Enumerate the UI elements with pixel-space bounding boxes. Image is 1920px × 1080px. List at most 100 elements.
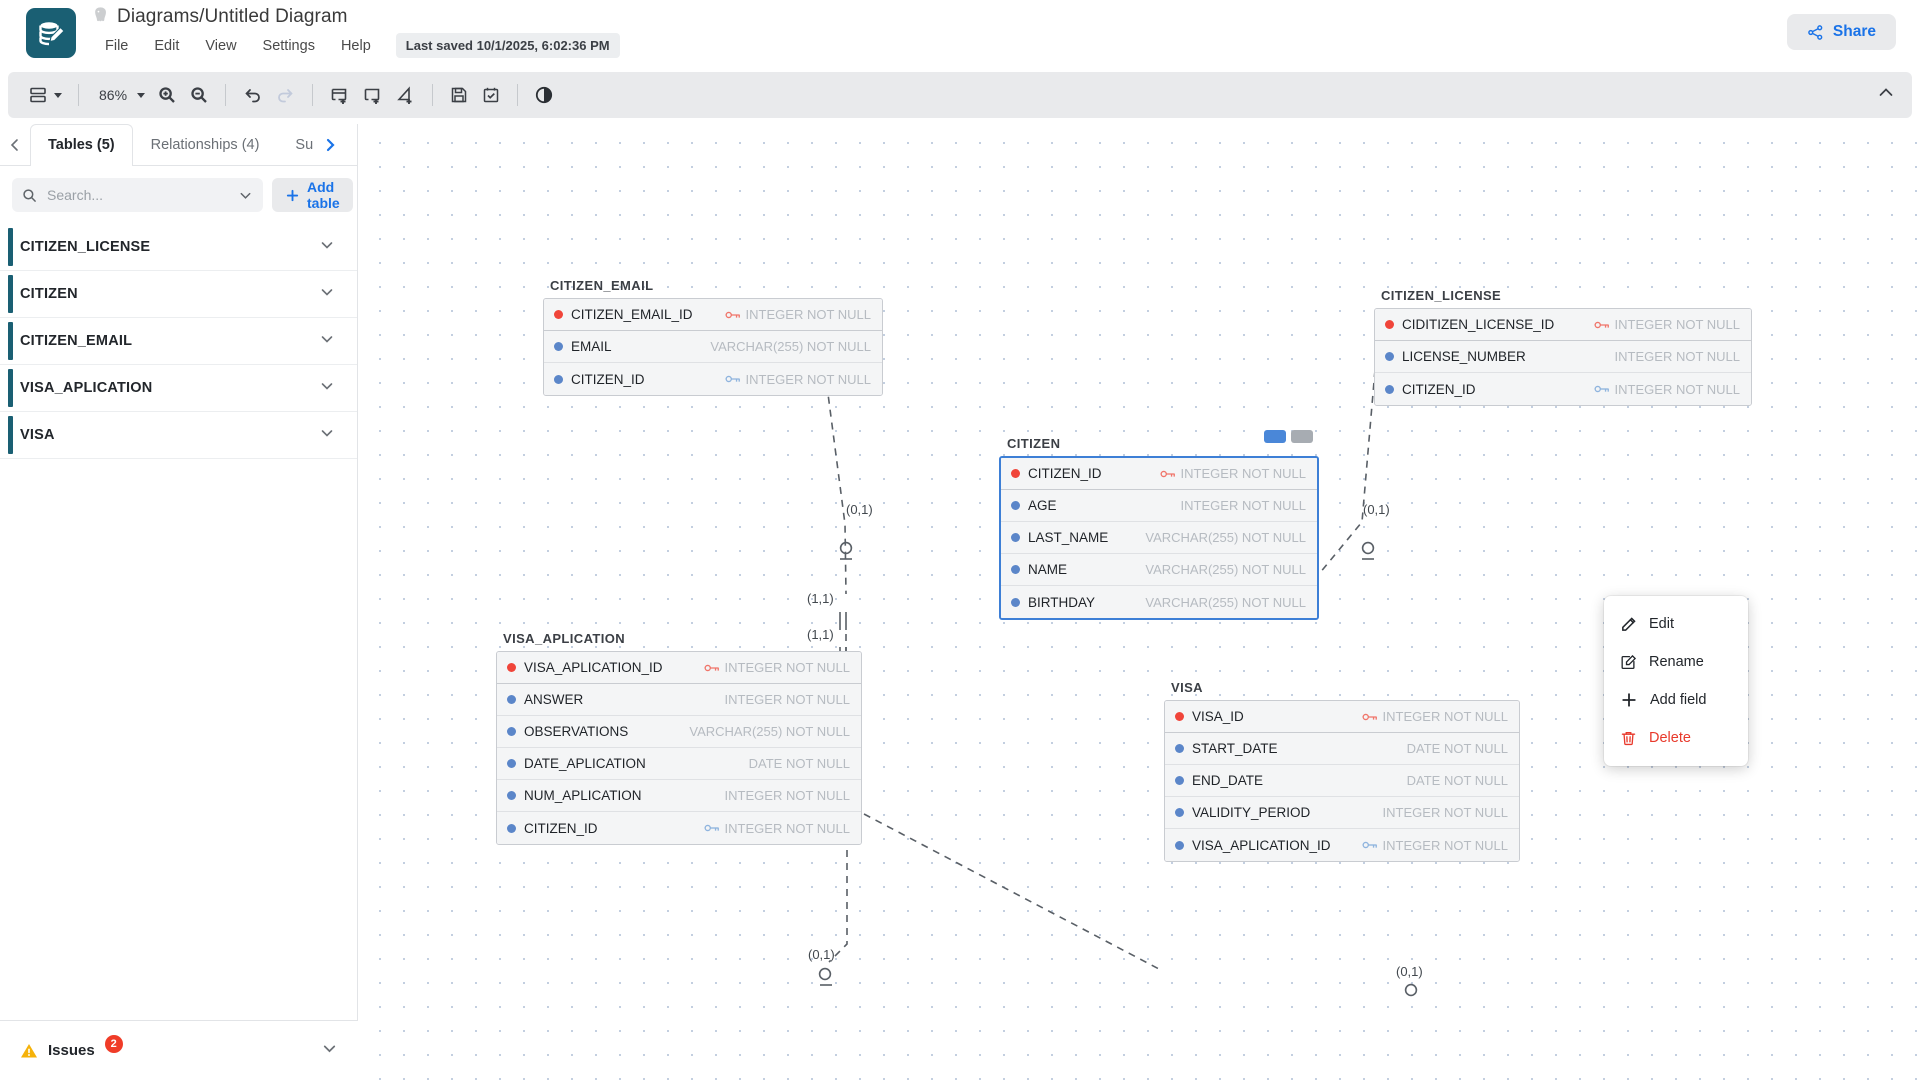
search-input[interactable] xyxy=(47,187,228,203)
zoom-out-icon[interactable] xyxy=(183,81,215,109)
field-name: CITIZEN_ID xyxy=(1028,466,1102,481)
table-row[interactable]: LAST_NAME VARCHAR(255) NOT NULL xyxy=(1001,522,1317,554)
zoom-level-selector[interactable]: 86% xyxy=(89,83,151,107)
undo-icon[interactable] xyxy=(236,81,269,110)
add-area-icon[interactable] xyxy=(389,81,422,110)
field-type-text: VARCHAR(255) NOT NULL xyxy=(710,339,871,354)
table-row[interactable]: VISA_APLICATION_ID INTEGER NOT NULL xyxy=(1165,829,1519,861)
redo-icon[interactable] xyxy=(269,81,302,110)
primary-key-icon xyxy=(1362,713,1377,720)
field-dot-icon xyxy=(554,342,563,351)
add-note-icon[interactable] xyxy=(356,81,389,110)
foreign-key-icon xyxy=(725,375,740,383)
table-row[interactable]: VISA_APLICATION_ID INTEGER NOT NULL xyxy=(497,652,861,684)
table-row[interactable]: CIDITIZEN_LICENSE_ID INTEGER NOT NULL xyxy=(1375,309,1751,341)
table-row[interactable]: DATE_APLICATION DATE NOT NULL xyxy=(497,748,861,780)
field-type: INTEGER NOT NULL xyxy=(725,307,871,322)
list-item[interactable]: VISA_APLICATION xyxy=(0,365,357,412)
contrast-theme-icon[interactable] xyxy=(528,81,560,109)
issues-panel-toggle[interactable]: Issues 2 xyxy=(0,1020,358,1080)
list-item[interactable]: CITIZEN_EMAIL xyxy=(0,318,357,365)
menu-item-file[interactable]: File xyxy=(105,37,129,54)
tab-relationships[interactable]: Relationships (4) xyxy=(150,137,260,153)
menu-item-settings[interactable]: Settings xyxy=(262,37,315,54)
context-menu-item-edit[interactable]: Edit xyxy=(1604,605,1748,643)
tabs-next-arrow-icon[interactable] xyxy=(315,124,345,165)
table-row[interactable]: CITIZEN_ID INTEGER NOT NULL xyxy=(544,363,882,395)
table-row[interactable]: CITIZEN_ID INTEGER NOT NULL xyxy=(1375,373,1751,405)
erd-table-body: VISA_APLICATION_ID INTEGER NOT NULL ANSW… xyxy=(496,651,862,845)
table-row[interactable]: VALIDITY_PERIOD INTEGER NOT NULL xyxy=(1165,797,1519,829)
menu-bar: File Edit View Settings Help Last saved … xyxy=(92,33,620,58)
erd-table-node-citizen-license[interactable]: CITIZEN_LICENSE CIDITIZEN_LICENSE_ID INT… xyxy=(1374,288,1752,406)
table-row[interactable]: VISA_ID INTEGER NOT NULL xyxy=(1165,701,1519,733)
tab-tables[interactable]: Tables (5) xyxy=(30,124,133,166)
save-floppy-icon[interactable] xyxy=(443,81,475,109)
table-row[interactable]: BIRTHDAY VARCHAR(255) NOT NULL xyxy=(1001,586,1317,618)
menu-item-view[interactable]: View xyxy=(205,37,237,54)
erd-table-node-visa-aplication[interactable]: VISA_APLICATION VISA_APLICATION_ID INTEG… xyxy=(496,631,862,845)
table-row[interactable]: LICENSE_NUMBER INTEGER NOT NULL xyxy=(1375,341,1751,373)
field-dot-icon xyxy=(554,374,563,384)
app-logo-icon xyxy=(26,8,76,58)
field-name: VISA_APLICATION_ID xyxy=(1192,837,1331,853)
field-name: START_DATE xyxy=(1192,741,1278,756)
table-row[interactable]: ANSWER INTEGER NOT NULL xyxy=(497,684,861,716)
field-type-text: INTEGER NOT NULL xyxy=(724,692,850,707)
zoom-in-icon[interactable] xyxy=(151,81,183,109)
field-type: VARCHAR(255) NOT NULL xyxy=(710,339,871,354)
chevron-down-icon[interactable] xyxy=(319,425,335,446)
erd-table-node-citizen[interactable]: CITIZEN CITIZEN_ID INTEGER NOT NULL AGE xyxy=(999,430,1319,620)
toolbar-collapse-button[interactable] xyxy=(1876,83,1896,108)
table-row[interactable]: AGE INTEGER NOT NULL xyxy=(1001,490,1317,522)
menu-item-edit[interactable]: Edit xyxy=(154,37,180,54)
menu-item-help[interactable]: Help xyxy=(340,37,371,54)
table-row[interactable]: CITIZEN_ID INTEGER NOT NULL xyxy=(1001,458,1317,490)
page-title: Diagrams/Untitled Diagram xyxy=(117,6,348,27)
chevron-down-icon[interactable] xyxy=(319,284,335,305)
erd-table-body: CIDITIZEN_LICENSE_ID INTEGER NOT NULL LI… xyxy=(1374,308,1752,406)
table-row[interactable]: NUM_APLICATION INTEGER NOT NULL xyxy=(497,780,861,812)
toolbar-divider xyxy=(517,84,519,106)
chevron-down-icon[interactable] xyxy=(319,331,335,352)
table-row[interactable]: CITIZEN_ID INTEGER NOT NULL xyxy=(497,812,861,844)
chevron-down-icon[interactable] xyxy=(319,237,335,258)
table-row[interactable]: END_DATE DATE NOT NULL xyxy=(1165,765,1519,797)
node-handle-primary[interactable] xyxy=(1264,430,1286,443)
context-menu-item-add-field[interactable]: Add field xyxy=(1604,681,1748,719)
field-type-text: INTEGER NOT NULL xyxy=(745,371,871,387)
table-row[interactable]: EMAIL VARCHAR(255) NOT NULL xyxy=(544,331,882,363)
field-type-text: INTEGER NOT NULL xyxy=(1382,805,1508,820)
erd-table-title: CITIZEN_LICENSE xyxy=(1381,288,1502,303)
list-item[interactable]: VISA xyxy=(0,412,357,459)
add-table-button[interactable]: Add table xyxy=(272,178,353,212)
table-row[interactable]: NAME VARCHAR(255) NOT NULL xyxy=(1001,554,1317,586)
toolbar: 86% xyxy=(8,72,1912,118)
chevron-down-icon[interactable] xyxy=(321,1040,338,1062)
field-name: CITIZEN_EMAIL_ID xyxy=(571,307,693,322)
context-menu-item-rename[interactable]: Rename xyxy=(1604,643,1748,681)
table-row[interactable]: CITIZEN_EMAIL_ID INTEGER NOT NULL xyxy=(544,299,882,331)
erd-table-node-citizen-email[interactable]: CITIZEN_EMAIL CITIZEN_EMAIL_ID INTEGER N… xyxy=(543,278,883,396)
chevron-down-icon[interactable] xyxy=(319,378,335,399)
erd-table-node-visa[interactable]: VISA VISA_ID INTEGER NOT NULL START_DATE… xyxy=(1164,680,1520,862)
validate-checklist-icon[interactable] xyxy=(475,81,507,109)
list-item[interactable]: CITIZEN xyxy=(0,271,357,318)
table-row[interactable]: OBSERVATIONS VARCHAR(255) NOT NULL xyxy=(497,716,861,748)
tab-subject-areas[interactable]: Sub xyxy=(295,137,314,153)
tabs-prev-arrow-icon[interactable] xyxy=(0,124,30,165)
table-row[interactable]: START_DATE DATE NOT NULL xyxy=(1165,733,1519,765)
list-item[interactable]: CITIZEN_LICENSE xyxy=(0,224,357,271)
chevron-down-icon[interactable] xyxy=(238,188,253,203)
diagram-canvas[interactable]: (0,1) (0,1) (1,1) (1,1) (1,1) (0,1) (0,1… xyxy=(359,124,1920,1080)
context-menu-item-delete[interactable]: Delete xyxy=(1604,719,1748,757)
search-box[interactable] xyxy=(12,178,263,212)
share-button[interactable]: Share xyxy=(1786,14,1896,50)
field-type: INTEGER NOT NULL xyxy=(704,660,850,675)
add-table-icon[interactable] xyxy=(323,81,356,110)
node-handle-secondary[interactable] xyxy=(1291,430,1313,443)
primary-key-dot-icon xyxy=(1385,320,1394,329)
field-type-text: INTEGER NOT NULL xyxy=(1614,381,1740,397)
layout-rows-icon[interactable] xyxy=(22,81,68,109)
